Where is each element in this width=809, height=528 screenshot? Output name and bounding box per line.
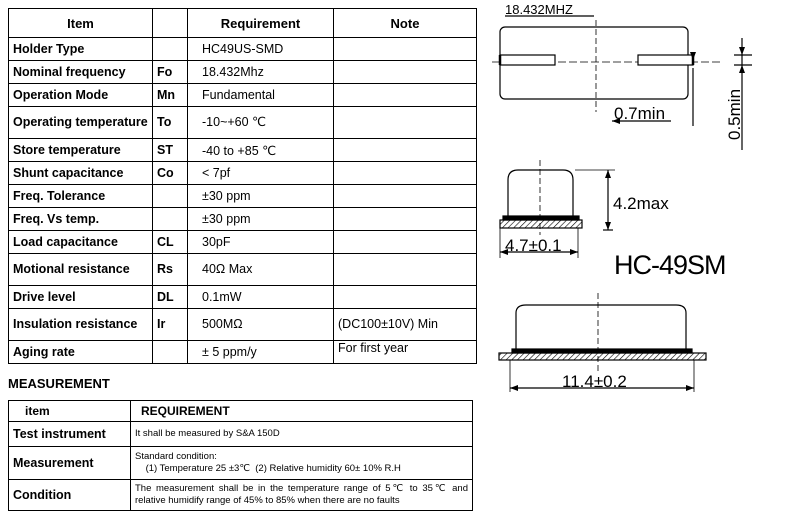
spec-item: Shunt capacitance: [8, 161, 153, 185]
spec-note: [333, 106, 477, 139]
mechanical-drawing: 18.432MHZ 0.7min 0.5min 4.2max 4.7±0.1 H…: [492, 2, 752, 392]
side-view: [499, 160, 615, 258]
measurement-requirement: The measurement shall be in the temperat…: [130, 479, 473, 511]
spec-item: Motional resistance: [8, 253, 153, 286]
spec-requirement: ±30 ppm: [187, 207, 334, 231]
spec-note: [333, 230, 477, 254]
front-view: [498, 293, 707, 392]
spec-symbol: Co: [152, 161, 188, 185]
measurement-requirement: It shall be measured by S&A 150D: [130, 421, 473, 447]
spec-symbol: ST: [152, 138, 188, 162]
model-name: HC-49SM: [614, 250, 726, 280]
spec-item: Drive level: [8, 285, 153, 309]
spec-symbol: Fo: [152, 60, 188, 84]
spec-requirement: < 7pf: [187, 161, 334, 185]
spec-row: Holder Type HC49US-SMD: [8, 37, 477, 61]
length-dimension: 11.4±0.2: [562, 372, 627, 391]
spec-item: Load capacitance: [8, 230, 153, 254]
measurement-header-item: item: [8, 400, 131, 422]
spec-row: Freq. Vs temp. ±30 ppm: [8, 207, 477, 231]
measurement-item: Condition: [8, 479, 131, 511]
spec-symbol: Ir: [152, 308, 188, 341]
spec-requirement: 0.1mW: [187, 285, 334, 309]
width-dimension: 4.7±0.1: [505, 236, 562, 255]
pin-height-dimension: 0.5min: [725, 89, 744, 140]
spec-note: [333, 207, 477, 231]
spec-note: [333, 138, 477, 162]
spec-symbol: Mn: [152, 83, 188, 107]
spec-item: Freq. Vs temp.: [8, 207, 153, 231]
spec-item: Aging rate: [8, 340, 153, 364]
spec-requirement: Fundamental: [187, 83, 334, 107]
header-note: Note: [333, 8, 477, 38]
spec-note: [333, 285, 477, 309]
spec-note: [333, 37, 477, 61]
spec-item: Nominal frequency: [8, 60, 153, 84]
spec-symbol: To: [152, 106, 188, 139]
spec-requirement: 500MΩ: [187, 308, 334, 341]
spec-note: (DC100±10V) Min: [333, 308, 477, 341]
measurement-item: Test instrument: [8, 421, 131, 447]
spec-note: [333, 161, 477, 185]
spec-item: Store temperature: [8, 138, 153, 162]
top-view: [492, 15, 752, 150]
spec-item: Holder Type: [8, 37, 153, 61]
spec-symbol: DL: [152, 285, 188, 309]
spec-requirement: ± 5 ppm/y: [187, 340, 334, 364]
measurement-title: MEASUREMENT: [8, 376, 110, 391]
spec-symbol: [152, 37, 188, 61]
header-symbol: [152, 8, 188, 38]
spec-requirement: -40 to +85 ℃: [187, 138, 334, 162]
spec-requirement: 18.432Mhz: [187, 60, 334, 84]
spec-item: Operating temperature: [8, 106, 153, 139]
spec-symbol: Rs: [152, 253, 188, 286]
measurement-header-requirement: REQUIREMENT: [130, 400, 473, 422]
spec-requirement: ±30 ppm: [187, 184, 334, 208]
spec-table: Item Requirement Note Holder Type HC49US-…: [8, 8, 477, 364]
spec-symbol: CL: [152, 230, 188, 254]
spec-note: [333, 253, 477, 286]
spec-note: For first year: [333, 340, 477, 364]
spec-item: Insulation resistance: [8, 308, 153, 341]
spec-requirement: HC49US-SMD: [187, 37, 334, 61]
height-dimension: 4.2max: [613, 194, 669, 213]
spec-symbol: [152, 207, 188, 231]
spec-note: [333, 184, 477, 208]
measurement-requirement: Standard condition: (1) Temperature 25 ±…: [130, 446, 473, 480]
pin-length-dimension: 0.7min: [614, 104, 665, 123]
spec-symbol: [152, 340, 188, 364]
spec-note: [333, 83, 477, 107]
spec-item: Freq. Tolerance: [8, 184, 153, 208]
spec-note: [333, 60, 477, 84]
spec-requirement: 40Ω Max: [187, 253, 334, 286]
spec-item: Operation Mode: [8, 83, 153, 107]
measurement-table: item REQUIREMENT Test instrument It shal…: [8, 400, 473, 511]
spec-row: Freq. Tolerance ±30 ppm: [8, 184, 477, 208]
measurement-item: Measurement: [8, 446, 131, 480]
header-item: Item: [8, 8, 153, 38]
marking-label: 18.432MHZ: [505, 2, 573, 17]
spec-requirement: -10~+60 ℃: [187, 106, 334, 139]
spec-symbol: [152, 184, 188, 208]
spec-requirement: 30pF: [187, 230, 334, 254]
header-requirement: Requirement: [187, 8, 334, 38]
